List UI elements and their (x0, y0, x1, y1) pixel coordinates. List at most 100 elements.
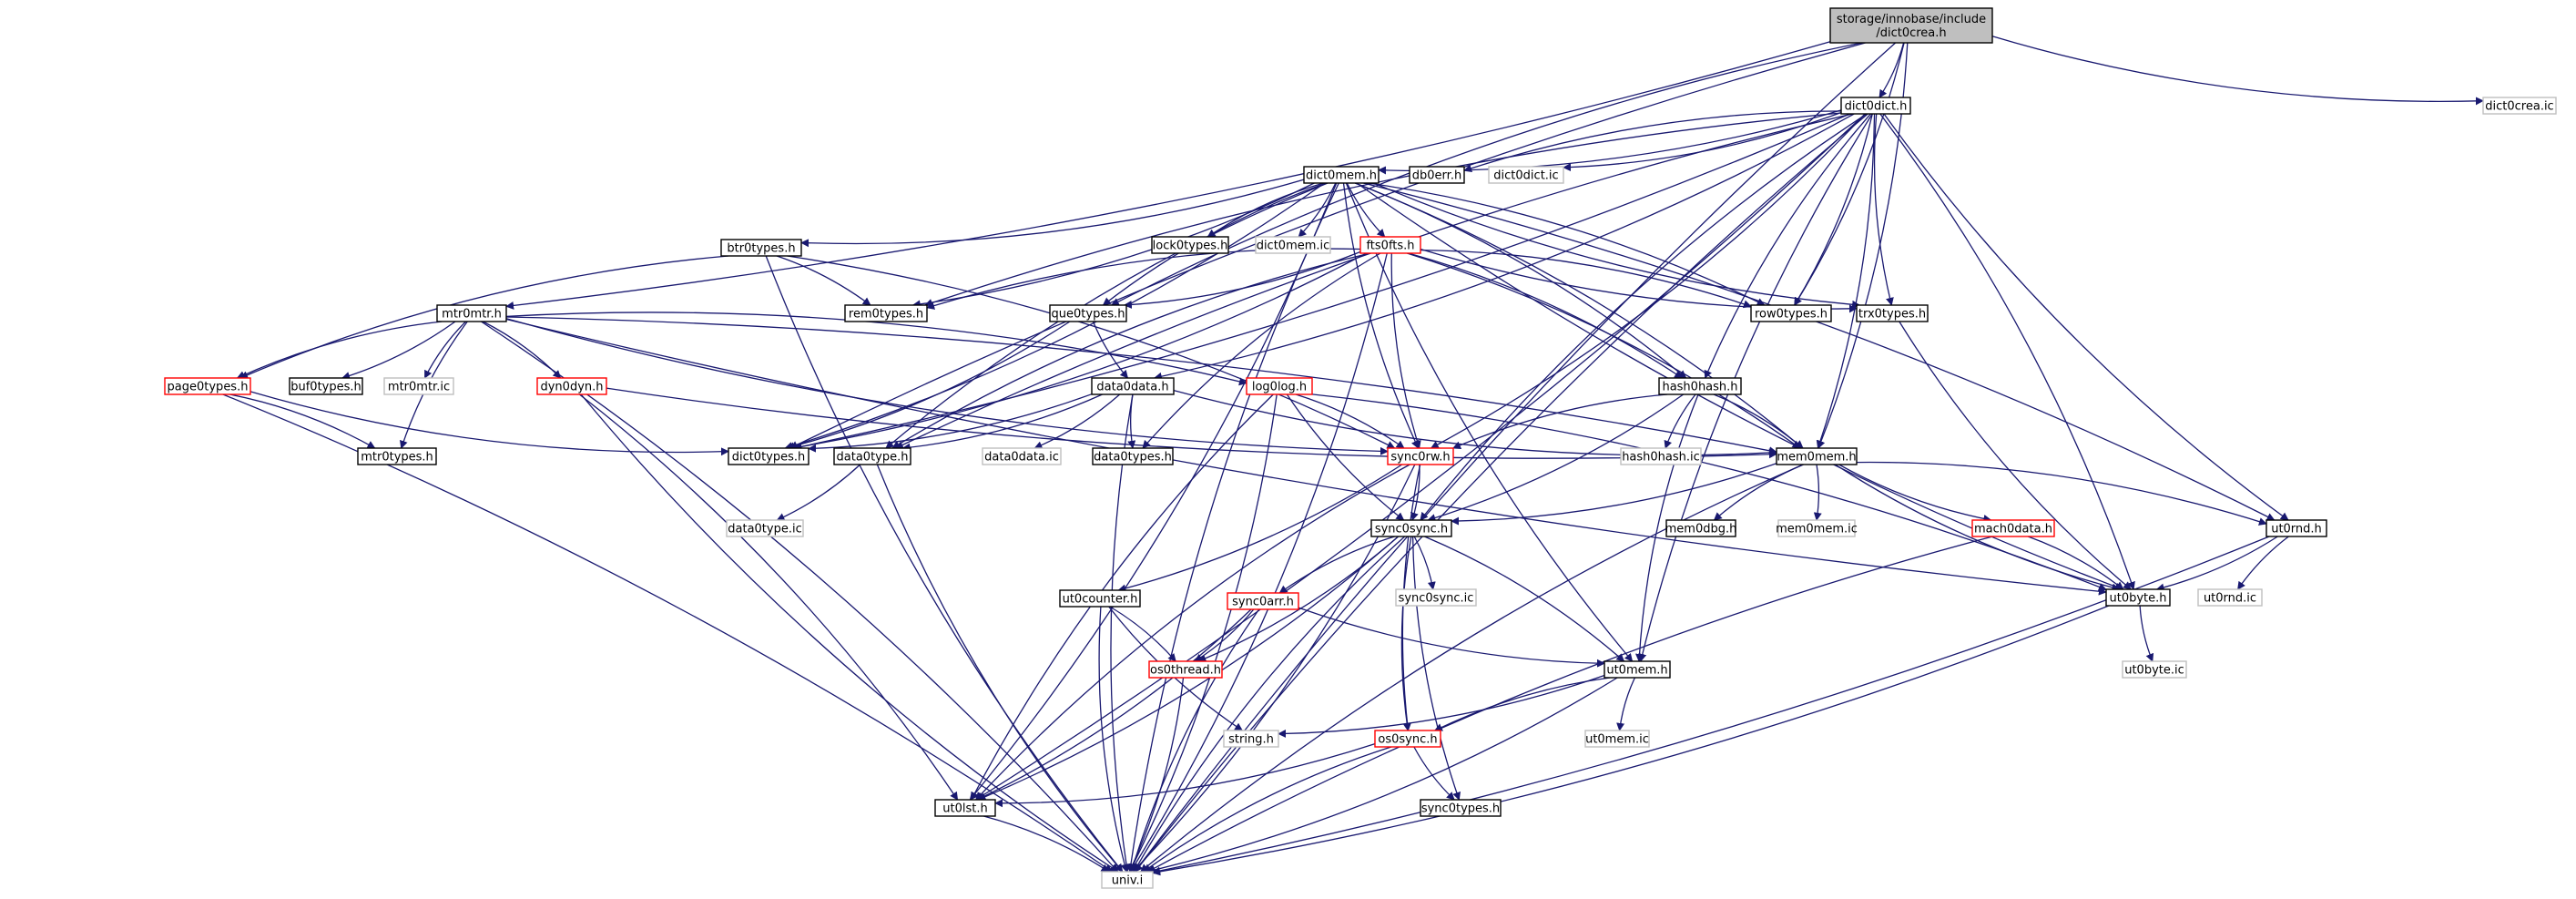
node-label: dict0mem.h (1306, 169, 1377, 183)
node-os0thread[interactable]: os0thread.h (1148, 660, 1223, 679)
node-dict0dict-ic[interactable]: dict0dict.ic (1488, 166, 1564, 184)
node-mtr0mtr-ic[interactable]: mtr0mtr.ic (383, 377, 454, 395)
edge-dict0mem-to-sync0rw (1342, 182, 1420, 449)
node-root[interactable]: storage/innobase/include/dict0crea.h (1829, 7, 1993, 44)
node-hash0hash[interactable]: hash0hash.h (1658, 377, 1742, 395)
edge-hash0hash-to-sync0sync (1427, 393, 1685, 522)
node-box (1488, 166, 1564, 184)
node-page0types[interactable]: page0types.h (164, 377, 251, 395)
edge-mem0mem-to-ut0rnd (1856, 461, 2267, 526)
node-db0err[interactable]: db0err.h (1409, 166, 1465, 184)
node-lock0types[interactable]: lock0types.h (1151, 236, 1229, 254)
node-dyn0dyn[interactable]: dyn0dyn.h (536, 377, 607, 395)
node-label: hash0hash.h (1662, 381, 1737, 394)
node-label: ut0mem.h (1606, 664, 1667, 678)
node-data0type[interactable]: data0type.h (833, 447, 911, 465)
node-box (1971, 519, 2055, 537)
node-ut0mem[interactable]: ut0mem.h (1604, 660, 1671, 679)
edge-ut0rnd-to-ut0byte (2155, 536, 2278, 592)
node-ut0rnd-ic[interactable]: ut0rnd.ic (2197, 588, 2263, 607)
edge-root-to-dict0types (789, 42, 1866, 449)
node-mem0dbg[interactable]: mem0dbg.h (1665, 519, 1737, 537)
node-label: sync0rw.h (1390, 451, 1450, 465)
node-buf0types[interactable]: buf0types.h (289, 377, 363, 395)
edge-dict0dict-to-hash0hash (1704, 113, 1871, 379)
node-layer: storage/innobase/include/dict0crea.h dict… (164, 7, 2557, 889)
node-string[interactable]: string.h (1223, 730, 1279, 748)
node-que0types[interactable]: que0types.h (1049, 304, 1127, 322)
node-hash0hash-ic[interactable]: hash0hash.ic (1620, 447, 1702, 465)
edge-sync0arr-to-ut0lst (976, 608, 1252, 801)
node-label: dict0dict.ic (1493, 169, 1558, 183)
node-mem0mem[interactable]: mem0mem.h (1776, 447, 1858, 465)
node-trx0types[interactable]: trx0types.h (1856, 304, 1929, 322)
node-box (1387, 447, 1454, 465)
node-mem0mem-ic[interactable]: mem0mem.ic (1776, 519, 1858, 537)
edge-data0data-to-data0type (901, 393, 1103, 452)
edge-dict0dict-to-sync0rw (1430, 113, 1866, 449)
node-dict0mem-ic[interactable]: dict0mem.ic (1255, 236, 1331, 254)
node-sync0sync[interactable]: sync0sync.h (1370, 519, 1452, 537)
edge-mem0mem-to-mach0data (1838, 464, 1992, 523)
edge-dyn0dyn-to-mem0mem (606, 387, 1777, 459)
node-box (1584, 730, 1650, 748)
node-sync0arr[interactable]: sync0arr.h (1227, 592, 1299, 610)
node-dict0mem[interactable]: dict0mem.h (1303, 166, 1380, 184)
node-os0sync[interactable]: os0sync.h (1374, 730, 1441, 748)
node-box (1777, 519, 1856, 537)
node-box (1395, 588, 1477, 607)
node-log0log[interactable]: log0log.h (1246, 377, 1313, 395)
node-box (1148, 660, 1223, 679)
edge-dict0mem-to-btr0types (800, 179, 1305, 248)
node-data0data-ic[interactable]: data0data.ic (982, 447, 1062, 465)
node-rem0types[interactable]: rem0types.h (844, 304, 928, 322)
node-ut0byte-ic[interactable]: ut0byte.ic (2122, 660, 2187, 679)
node-sync0rw[interactable]: sync0rw.h (1387, 447, 1454, 465)
edge-data0data-to-data0data_ic (1033, 393, 1121, 449)
node-box (436, 304, 507, 322)
node-sync0types[interactable]: sync0types.h (1420, 799, 1502, 817)
node-mtr0mtr[interactable]: mtr0mtr.h (436, 304, 507, 322)
node-box (1059, 589, 1141, 608)
node-box (2122, 660, 2187, 679)
node-row0types[interactable]: row0types.h (1750, 304, 1832, 322)
edge-dict0mem-to-hash0hash (1355, 182, 1687, 379)
node-fts0fts[interactable]: fts0fts.h (1359, 236, 1421, 254)
node-label: os0thread.h (1150, 664, 1221, 678)
node-data0data[interactable]: data0data.h (1091, 377, 1175, 395)
node-ut0rnd[interactable]: ut0rnd.h (2265, 519, 2327, 537)
node-data0types[interactable]: data0types.h (1092, 447, 1174, 465)
node-label: trx0types.h (1858, 308, 1926, 322)
node-label: btr0types.h (727, 242, 795, 256)
node-ut0mem-ic[interactable]: ut0mem.ic (1584, 730, 1650, 748)
node-label: buf0types.h (290, 381, 361, 394)
node-ut0lst[interactable]: ut0lst.h (934, 799, 996, 817)
node-box (1101, 871, 1154, 889)
node-mtr0types[interactable]: mtr0types.h (357, 447, 437, 465)
node-box (164, 377, 251, 395)
edge-ut0mem-to-string (1278, 674, 1605, 738)
node-univ[interactable]: univ.i (1101, 871, 1154, 889)
node-label: rem0types.h (849, 308, 923, 322)
node-label: ut0rnd.ic (2204, 592, 2256, 606)
edge-mem0mem-to-univ (1140, 464, 1804, 873)
node-data0type-ic[interactable]: data0type.ic (726, 519, 804, 537)
node-box (1665, 519, 1736, 537)
node-label: os0sync.h (1378, 733, 1437, 747)
edge-dict0mem-to-row0types (1368, 182, 1766, 306)
node-mach0data[interactable]: mach0data.h (1971, 519, 2055, 537)
node-btr0types[interactable]: btr0types.h (720, 239, 802, 257)
node-dict0types[interactable]: dict0types.h (728, 447, 809, 465)
node-sync0sync-ic[interactable]: sync0sync.ic (1395, 588, 1477, 607)
node-dict0dict[interactable]: dict0dict.h (1840, 97, 1911, 115)
node-label: sync0sync.h (1375, 523, 1448, 536)
node-dict0crea-ic[interactable]: dict0crea.ic (2482, 97, 2557, 115)
node-label: dict0dict.h (1845, 100, 1908, 114)
node-label: ut0lst.h (942, 802, 987, 816)
node-ut0byte[interactable]: ut0byte.h (2105, 588, 2171, 607)
node-box (1620, 447, 1702, 465)
edge-mtr0mtr-to-ut0byte (505, 318, 2107, 596)
node-ut0counter[interactable]: ut0counter.h (1059, 589, 1141, 608)
node-label: mtr0mtr.h (442, 308, 502, 322)
